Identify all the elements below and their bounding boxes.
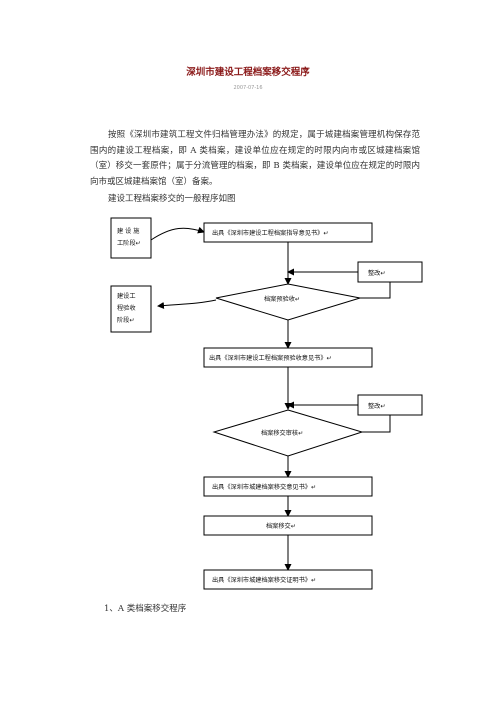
rectify-box-2: 整改↵ — [357, 394, 423, 416]
stage-acceptance-line1: 建设工 — [117, 292, 136, 300]
step-transfer-opinion-box: 出具《深圳市城建档案移交意见书》↵ — [203, 476, 373, 497]
stage-acceptance-line2: 程验收 — [117, 304, 136, 312]
step-guidance-box: 出具《深圳市建设工程档案指导意见书》↵ — [203, 222, 373, 243]
body-paragraph: 按照《深圳市建筑工程文件归档管理办法》的规定，属于城建档案管理机构保存范围内的建… — [90, 130, 420, 187]
publish-date: 2007-07-16 — [233, 85, 263, 91]
step-transfer-opinion-label: 出具《深圳市城建档案移交意见书》↵ — [212, 483, 316, 491]
step-transfer-label: 档案移交↵ — [266, 522, 296, 530]
step-guidance-label: 出具《深圳市建设工程档案指导意见书》↵ — [212, 229, 329, 237]
stage-construction-box: 建 设 施 工阶段↵ — [110, 217, 152, 259]
loop-line-2a — [360, 415, 391, 433]
step-preacceptance-label: 出具《深圳市建设工程档案预验收意见书》↵ — [209, 354, 332, 362]
document-title: 深圳市建设工程档案移交程序 — [186, 67, 310, 78]
rectify-label-2: 整改↵ — [368, 402, 386, 410]
rectify-label-1: 整改↵ — [368, 269, 386, 277]
rectify-box-1: 整改↵ — [357, 261, 423, 283]
decision-preacceptance: 档案预验收↵ — [215, 283, 361, 321]
decision-preacceptance-label: 档案预验收↵ — [264, 295, 300, 303]
decision-transfer-review-label: 档案移交审核↵ — [261, 429, 303, 437]
flowchart-intro: 建设工程档案移交的一般程序如图 — [108, 194, 236, 204]
curve-connector-2 — [157, 299, 217, 309]
stage-construction-line1: 建 设 施 — [117, 227, 140, 235]
decision-transfer-review: 档案移交审核↵ — [212, 409, 364, 457]
step-transfer-box: 档案移交↵ — [203, 515, 373, 536]
curve-connector-1 — [150, 226, 205, 241]
step-preacceptance-box: 出具《深圳市建设工程档案预验收意见书》↵ — [203, 347, 373, 368]
section-heading: 1、A 类档案移交程序 — [104, 604, 187, 614]
loop-line-1a — [360, 282, 391, 299]
stage-acceptance-line3: 阶段↵ — [117, 316, 135, 324]
step-certificate-label: 出具《深圳市城建档案移交证明书》↵ — [212, 576, 316, 584]
stage-acceptance-box: 建设工 程验收 阶段↵ — [110, 285, 152, 333]
step-certificate-box: 出具《深圳市城建档案移交证明书》↵ — [203, 569, 373, 590]
stage-construction-line2: 工阶段↵ — [117, 239, 141, 247]
